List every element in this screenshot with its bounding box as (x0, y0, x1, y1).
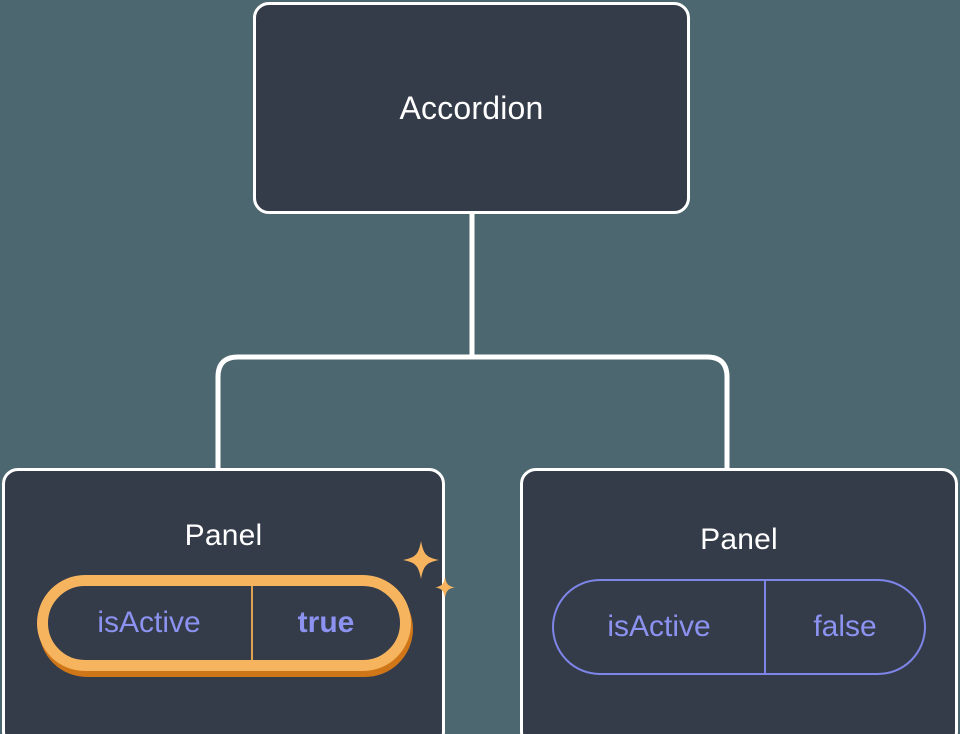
prop-pill-normal[interactable]: isActive false (552, 579, 926, 675)
node-accordion-label: Accordion (399, 89, 544, 126)
node-panel-active-label: Panel (184, 519, 263, 552)
sparkles-group (402, 541, 455, 598)
pill-inner-ring (36, 575, 411, 671)
prop-pill-content: isActive true (48, 586, 400, 660)
prop-key-isactive: isActive (48, 586, 253, 660)
prop-key-isactive: isActive (554, 581, 766, 673)
prop-pill-wrapper: isActive false (552, 579, 926, 675)
connector-branch-left (215, 354, 472, 468)
prop-value-true: true (297, 606, 355, 639)
node-panel-active[interactable]: Panel isActive true (2, 468, 455, 734)
prop-pill-highlighted[interactable]: isActive true (36, 541, 455, 677)
sparkle-small-icon (434, 577, 455, 598)
sparkle-large-icon (402, 541, 439, 579)
node-accordion[interactable]: Accordion (253, 2, 690, 214)
node-panel-inactive[interactable]: Panel isActive false (520, 468, 958, 734)
node-panel-inactive-label: Panel (700, 523, 778, 556)
connector-branch-right (472, 354, 730, 468)
prop-value-false: false (813, 610, 877, 643)
